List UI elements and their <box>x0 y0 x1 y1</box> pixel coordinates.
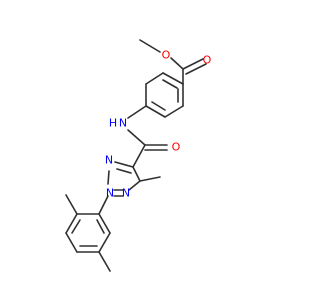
bond-triazole-c4-n3 <box>114 161 134 168</box>
atom-ester-carbonyl-o: O <box>203 54 212 67</box>
bond-nh-carbonyl <box>127 129 146 146</box>
bond-ring2-3 <box>65 232 78 253</box>
bond-ring1-inner-2 <box>151 101 166 111</box>
bond-carbonyl-triazole <box>132 144 146 168</box>
bond-para-methyl <box>98 251 111 272</box>
bond-ortho-methyl <box>65 194 78 215</box>
atom-triazole-n2: N <box>106 187 114 200</box>
bond-triazole-methyl <box>139 176 161 182</box>
bond-triazole-c4-n3-inner <box>116 168 132 174</box>
bond-layer <box>65 39 207 272</box>
atom-amide-n: N <box>119 117 127 130</box>
atom-amide-h: H <box>109 117 117 130</box>
bond-triazole-c5-c4 <box>132 166 141 182</box>
bond-carbonyl-double-a <box>182 58 204 70</box>
bond-carbonyl-double-b <box>185 63 207 75</box>
atom-triazole-n3: N <box>105 154 113 167</box>
bond-ring1-1 <box>162 72 184 85</box>
bond-o-carbonyl <box>170 57 184 70</box>
bond-methyl-o <box>139 39 161 53</box>
bond-ring2-5 <box>98 232 111 253</box>
bond-n1-aryl <box>98 195 109 215</box>
molecule-structure: O O H N O N N N <box>65 39 212 272</box>
atom-amide-o: O <box>172 141 181 154</box>
bond-ring1-5 <box>164 105 184 118</box>
bond-triazole-n3-n2 <box>107 170 110 185</box>
atom-label-layer: O O H N O N N N <box>105 49 212 200</box>
bond-ring2-inner-3 <box>96 219 105 234</box>
bond-ring-nh <box>127 105 147 119</box>
bond-ring2-6 <box>98 213 111 234</box>
bond-ring2-2 <box>65 213 78 234</box>
bond-triazole-n1-c5 <box>128 180 141 191</box>
bond-ring1-2 <box>145 72 164 85</box>
atom-ester-ether-o: O <box>162 49 171 62</box>
bond-ring2-inner-1 <box>71 219 81 234</box>
atom-triazole-n1: N <box>122 187 130 200</box>
bond-ring1-inner-1 <box>162 79 178 89</box>
bond-ring1-4 <box>145 105 166 118</box>
